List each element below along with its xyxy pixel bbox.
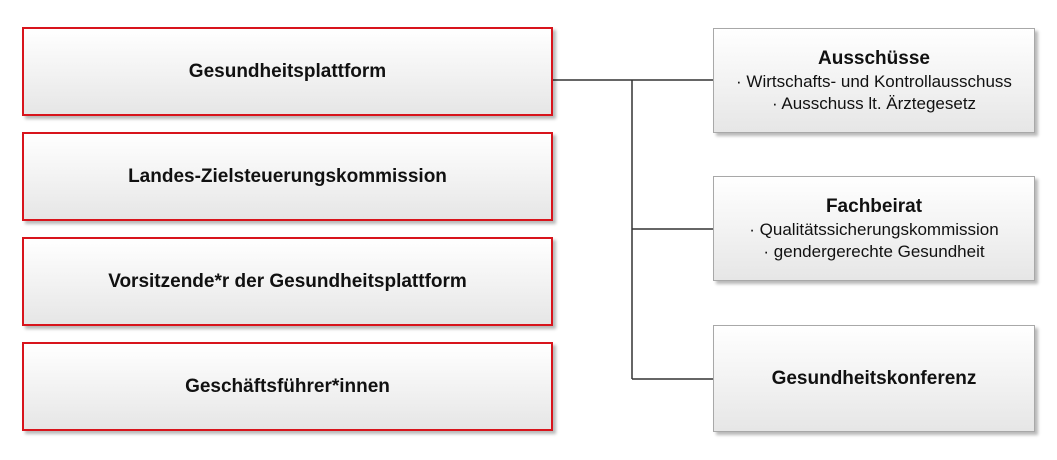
ausschuesse-item: · Wirtschafts- und Kontrollausschuss bbox=[736, 71, 1012, 91]
fachbeirat-item: · gendergerechte Gesundheit bbox=[763, 241, 985, 261]
ausschuesse-item: · Ausschuss lt. Ärztegesetz bbox=[771, 93, 977, 113]
ausschuesse-box: Ausschüsse · Wirtschafts- und Kontrollau… bbox=[713, 28, 1035, 133]
gesundheitsplattform-box: Gesundheitsplattform bbox=[22, 27, 553, 116]
geschaeftsfuehrer-box: Geschäftsführer*innen bbox=[22, 342, 553, 431]
landes-zielsteuerungskommission-box: Landes-Zielsteuerungskommission bbox=[22, 132, 553, 221]
gesundheitskonferenz-title: Gesundheitskonferenz bbox=[771, 367, 977, 389]
fachbeirat-item: · Qualitätssicherungskommission bbox=[749, 219, 999, 239]
landes-zielsteuerungskommission-label: Landes-Zielsteuerungskommission bbox=[128, 165, 447, 187]
fachbeirat-title: Fachbeirat bbox=[825, 195, 923, 217]
vorsitzende-box: Vorsitzende*r der Gesundheitsplattform bbox=[22, 237, 553, 326]
geschaeftsfuehrer-label: Geschäftsführer*innen bbox=[185, 375, 390, 397]
ausschuesse-title: Ausschüsse bbox=[818, 47, 930, 69]
gesundheitsplattform-label: Gesundheitsplattform bbox=[188, 60, 387, 82]
vorsitzende-label: Vorsitzende*r der Gesundheitsplattform bbox=[108, 270, 467, 292]
gesundheitskonferenz-box: Gesundheitskonferenz bbox=[713, 325, 1035, 432]
fachbeirat-box: Fachbeirat · Qualitätssicherungskommissi… bbox=[713, 176, 1035, 281]
